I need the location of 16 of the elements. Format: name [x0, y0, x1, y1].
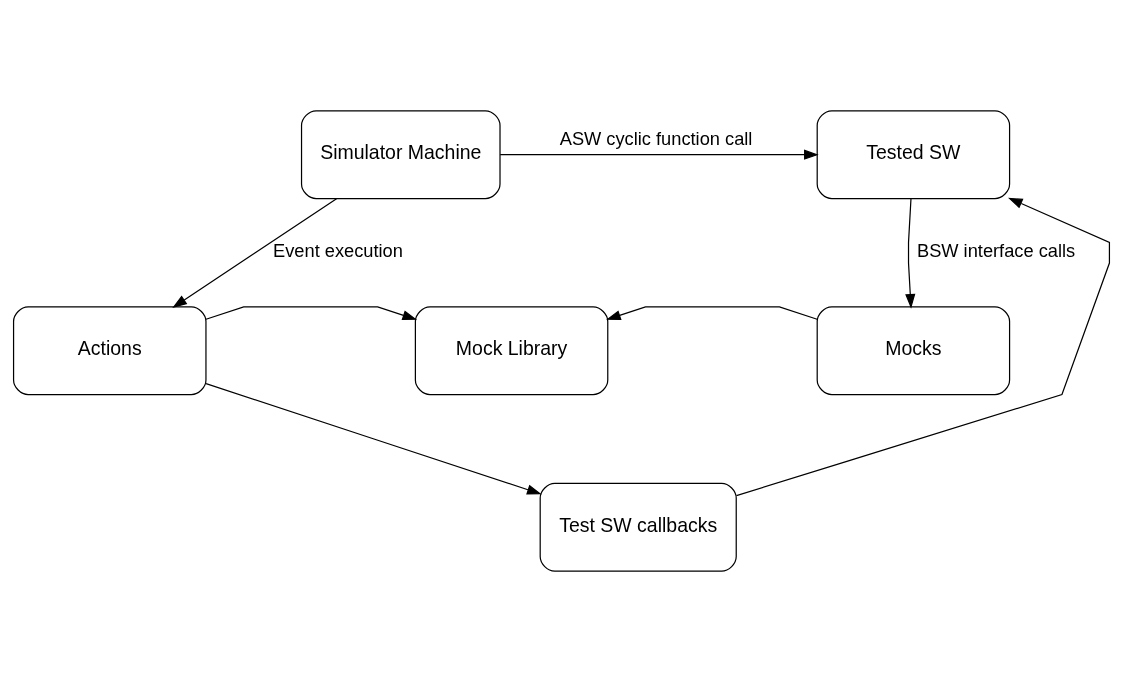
arrow [205, 382, 542, 495]
arrow [172, 197, 338, 308]
arrow [905, 197, 916, 309]
node-box: Simulator Machine [300, 109, 501, 199]
node-box: Actions [12, 305, 207, 395]
edge-label: ASW cyclic function call [559, 127, 753, 149]
edge-label: BSW interface calls [916, 239, 1076, 261]
node-box: Mock Library [414, 305, 609, 395]
node-box: Tested SW [816, 109, 1011, 199]
edge-label: Event execution [273, 239, 403, 261]
arrow [735, 197, 1111, 496]
node-box: Mocks [816, 305, 1011, 395]
arrow [205, 305, 418, 320]
node-box: Test SW callbacks [539, 482, 737, 572]
arrow [606, 305, 818, 320]
arrow [499, 149, 819, 160]
